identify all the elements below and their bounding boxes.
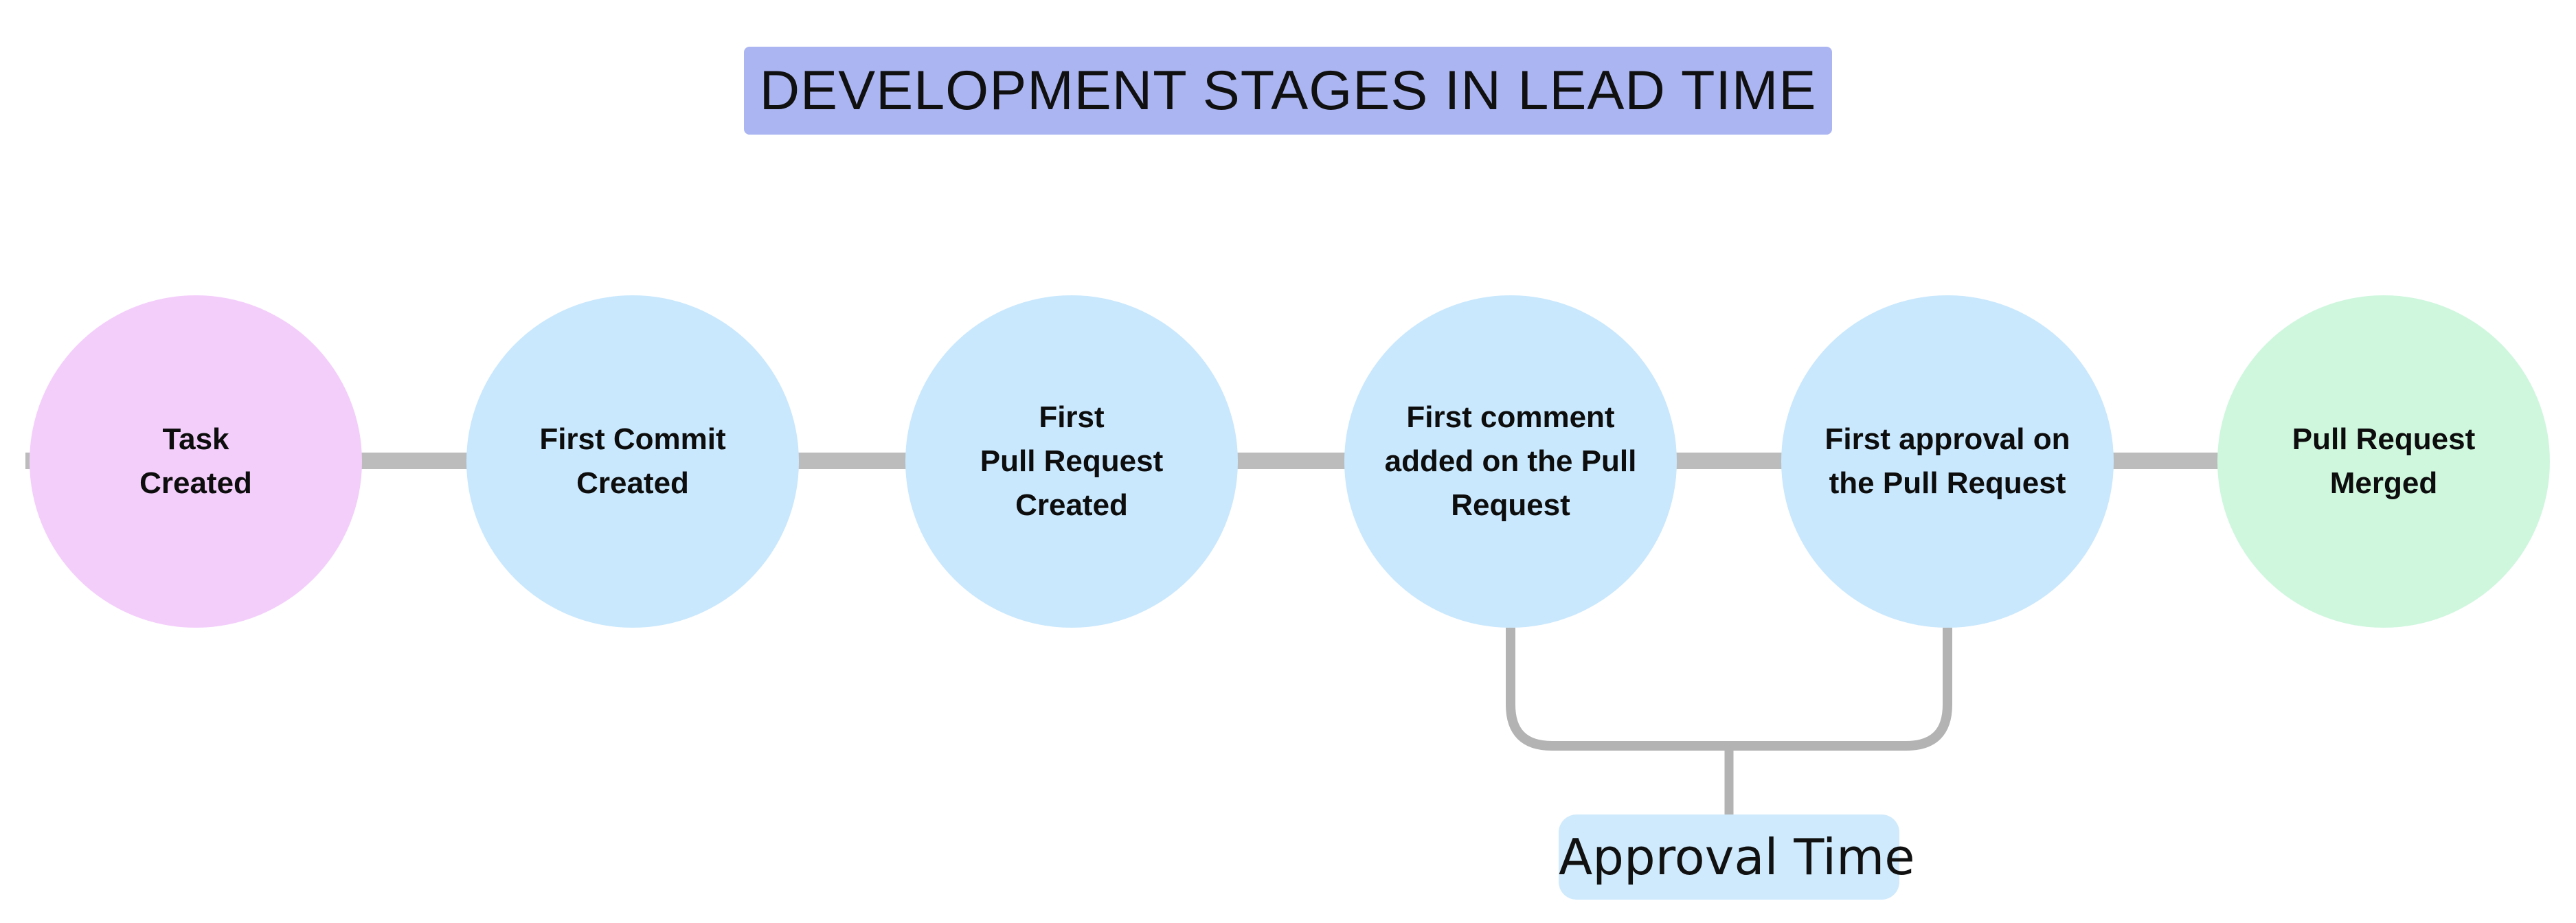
stage-node-first-pull-request-created: First Pull Request Created (905, 295, 1238, 628)
stage-label-line: First comment (1406, 400, 1615, 434)
stage-label-line: Created (1015, 488, 1128, 522)
stage-label-line: Created (576, 466, 689, 500)
stage-label-line: First Commit (539, 422, 726, 456)
stage-label-line: First approval on (1824, 422, 2070, 456)
stage-label-line: Merged (2329, 466, 2438, 500)
stage-node-pull-request-merged: Pull Request Merged (2217, 295, 2550, 628)
stage-label-line: Pull Request (980, 444, 1164, 478)
stage-label-line: Pull Request (2292, 422, 2476, 456)
diagram-title: DEVELOPMENT STAGES IN LEAD TIME (744, 47, 1832, 135)
stage-node-first-comment-added: First comment added on the Pull Request (1344, 295, 1677, 628)
stage-label-line: the Pull Request (1829, 466, 2066, 500)
stage-label-line: added on the Pull (1384, 444, 1637, 478)
stage-label-line: Task (162, 422, 229, 456)
stage-label-line: Created (139, 466, 252, 500)
stage-label-line: Request (1451, 488, 1570, 522)
stage-label-line: First (1039, 400, 1105, 434)
stage-node-task-created: Task Created (30, 295, 362, 628)
approval-time-label: Approval Time (1559, 814, 1915, 900)
stage-node-first-approval: First approval on the Pull Request (1781, 295, 2114, 628)
approval-bracket (1506, 628, 1952, 751)
stage-node-first-commit-created: First Commit Created (466, 295, 799, 628)
